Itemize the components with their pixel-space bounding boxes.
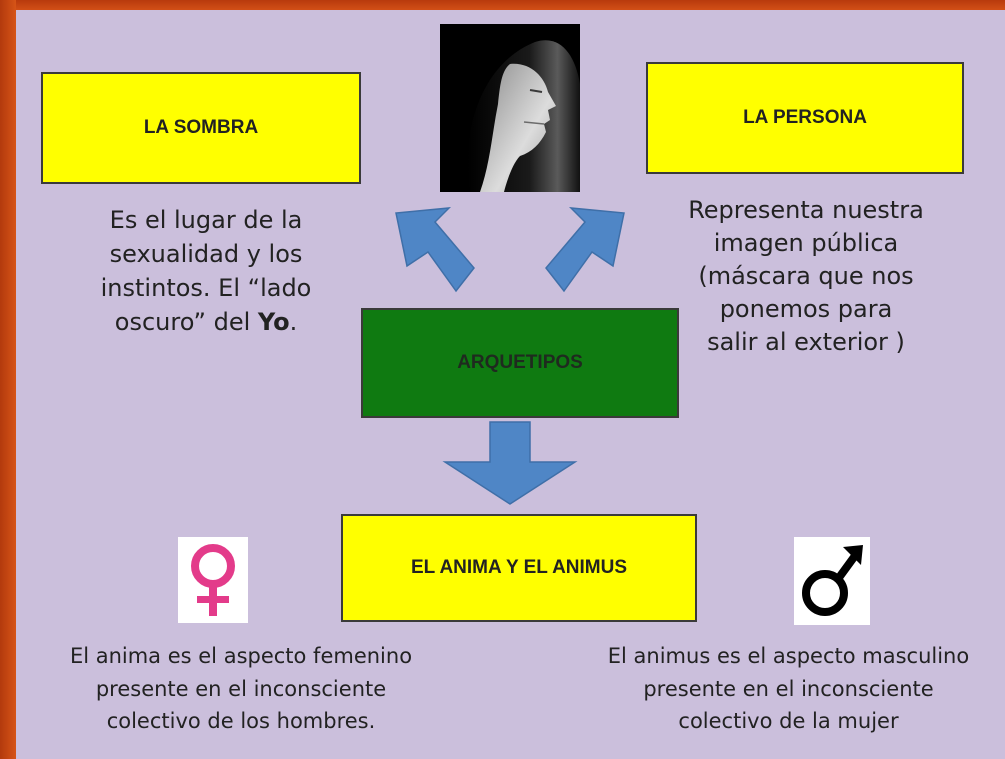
animus-description: El animus es el aspecto masculino presen… — [576, 640, 1001, 738]
hooded-woman-profile-photo — [440, 24, 580, 192]
slide-frame-top — [0, 0, 1005, 10]
anima-line-2: presente en el inconsciente — [95, 676, 387, 701]
box-la-persona-label: LA PERSONA — [743, 107, 867, 128]
sombra-line-3: instintos. El “lado — [100, 274, 312, 303]
anima-line-1: El anima es el aspecto femenino — [69, 644, 413, 668]
female-symbol-box — [178, 537, 248, 623]
box-arquetipos-label: ARQUETIPOS — [457, 352, 583, 373]
sombra-line-2: sexualidad y los — [109, 240, 303, 269]
box-la-sombra-label: LA SOMBRA — [143, 117, 259, 138]
arrows-layer — [395, 207, 625, 505]
box-anima-animus: EL ANIMA Y EL ANIMUS — [341, 514, 697, 622]
animus-line-3: colectivo de la mujer — [678, 709, 899, 734]
persona-line-1: Representa nuestra — [688, 196, 924, 224]
persona-line-5: salir al exterior ) — [707, 328, 905, 357]
box-la-persona: LA PERSONA — [646, 62, 964, 174]
box-anima-animus-label: EL ANIMA Y EL ANIMUS — [410, 557, 628, 578]
persona-line-4: ponemos para — [719, 295, 893, 324]
persona-line-2: imagen pública — [713, 229, 899, 258]
animus-line-1: El animus es el aspecto masculino — [607, 644, 970, 668]
persona-description: Representa nuestra imagen pública (másca… — [656, 194, 956, 360]
sombra-line-4-text: oscuro” del — [114, 308, 258, 337]
sombra-description: Es el lugar de la sexualidad y los insti… — [71, 203, 341, 339]
portrait-photo — [440, 24, 580, 192]
arrow-up-right — [545, 207, 625, 293]
anima-description: El anima es el aspecto femenino presente… — [26, 640, 456, 738]
female-symbol-icon — [191, 544, 235, 616]
sombra-bold-yo: Yo — [257, 308, 290, 337]
box-la-sombra: LA SOMBRA — [41, 72, 361, 184]
arrow-down — [442, 421, 578, 505]
sombra-line-4: oscuro” del Yo. — [71, 305, 341, 339]
slide-frame-left — [0, 0, 16, 759]
animus-line-2: presente en el inconsciente — [643, 676, 934, 701]
sombra-line-4-end: . — [289, 308, 298, 337]
persona-line-3: (máscara que nos — [698, 262, 914, 291]
anima-line-3: colectivo de los hombres. — [106, 709, 376, 734]
sombra-line-1: Es el lugar de la — [109, 206, 303, 234]
male-symbol-icon — [802, 545, 863, 616]
male-symbol-box — [794, 537, 870, 625]
diagram-canvas: LA SOMBRA LA PERSONA — [16, 10, 1005, 759]
box-arquetipos: ARQUETIPOS — [361, 308, 679, 418]
arrow-up-left — [395, 207, 475, 293]
